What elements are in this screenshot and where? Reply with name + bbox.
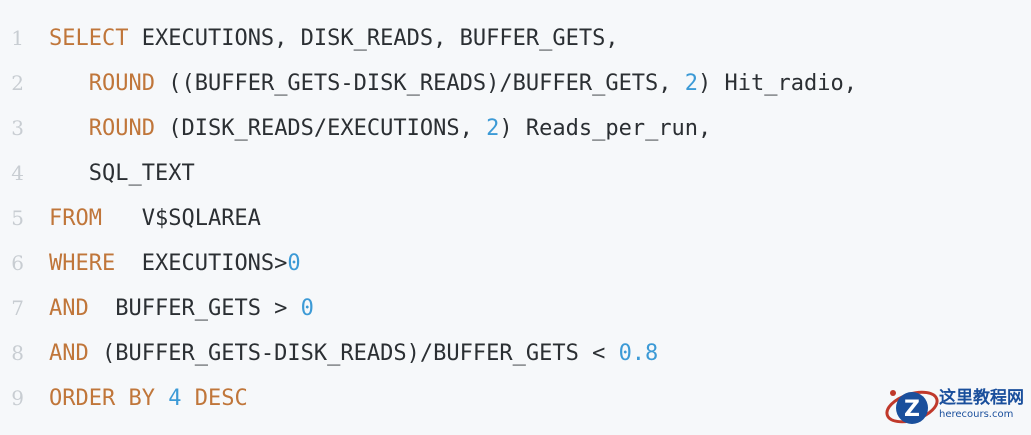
code-text: SELECT EXECUTIONS, DISK_READS, BUFFER_GE… bbox=[49, 16, 619, 61]
sql-number: 4 bbox=[168, 386, 182, 411]
line-number: 4 bbox=[11, 161, 24, 185]
sql-text: V$SQLAREA bbox=[101, 206, 261, 231]
z-globe-logo-icon: Z bbox=[885, 390, 939, 424]
line-number: 3 bbox=[11, 116, 24, 140]
sql-text: ((BUFFER_GETS-DISK_READS)/BUFFER_GETS, bbox=[154, 71, 685, 96]
sql-keyword: FROM bbox=[49, 206, 102, 231]
code-text: AND BUFFER_GETS > 0 bbox=[49, 286, 314, 331]
sql-text bbox=[155, 386, 168, 411]
sql-keyword: ROUND bbox=[88, 71, 155, 96]
code-text: WHERE EXECUTIONS>0 bbox=[49, 241, 301, 286]
line-number: 9 bbox=[11, 386, 24, 410]
line-number: 6 bbox=[11, 251, 24, 275]
code-text: ORDER BY 4 DESC bbox=[49, 376, 248, 421]
sql-text bbox=[49, 71, 89, 96]
code-text: SQL_TEXT bbox=[49, 151, 195, 196]
code-text: AND (BUFFER_GETS-DISK_READS)/BUFFER_GETS… bbox=[49, 331, 658, 376]
sql-keyword: AND bbox=[49, 341, 89, 366]
code-text: ROUND ((BUFFER_GETS-DISK_READS)/BUFFER_G… bbox=[49, 61, 857, 106]
line-number: 1 bbox=[11, 26, 24, 50]
sql-keyword: AND bbox=[49, 296, 89, 321]
sql-number: 2 bbox=[486, 116, 500, 141]
line-number: 5 bbox=[11, 206, 24, 230]
sql-number: 0 bbox=[287, 251, 301, 276]
sql-text bbox=[49, 116, 89, 141]
watermark-url: herecours.com bbox=[939, 409, 1014, 420]
sql-number: 2 bbox=[684, 71, 699, 96]
sql-keyword: ORDER BY bbox=[49, 386, 155, 411]
sql-text: (BUFFER_GETS-DISK_READS)/BUFFER_GETS < bbox=[88, 341, 619, 366]
watermark: Z 这里教程网 herecours.com bbox=[881, 379, 1031, 435]
sql-number: 0 bbox=[300, 296, 314, 321]
code-text: ROUND (DISK_READS/EXECUTIONS, 2) Reads_p… bbox=[49, 106, 712, 151]
line-number: 8 bbox=[11, 341, 24, 365]
sql-text: BUFFER_GETS > bbox=[88, 296, 301, 321]
code-text: FROM V$SQLAREA bbox=[49, 196, 261, 241]
line-number: 7 bbox=[11, 296, 24, 320]
sql-text: EXECUTIONS, DISK_READS, BUFFER_GETS, bbox=[128, 26, 619, 51]
sql-text: SQL_TEXT bbox=[49, 161, 195, 186]
sql-text: ) Hit_radio, bbox=[698, 71, 857, 96]
sql-text: ) Reads_per_run, bbox=[499, 116, 712, 141]
watermark-title: 这里教程网 bbox=[939, 388, 1024, 408]
line-number: 2 bbox=[11, 71, 24, 95]
sql-keyword: ROUND bbox=[88, 116, 155, 141]
svg-text:Z: Z bbox=[904, 397, 920, 422]
sql-text: (DISK_READS/EXECUTIONS, bbox=[154, 116, 487, 141]
sql-text: EXECUTIONS> bbox=[115, 251, 288, 276]
sql-keyword: DESC bbox=[194, 386, 248, 411]
sql-keyword: SELECT bbox=[49, 26, 129, 51]
sql-keyword: WHERE bbox=[49, 251, 116, 276]
sql-text bbox=[181, 386, 194, 411]
sql-number: 0.8 bbox=[618, 341, 659, 366]
